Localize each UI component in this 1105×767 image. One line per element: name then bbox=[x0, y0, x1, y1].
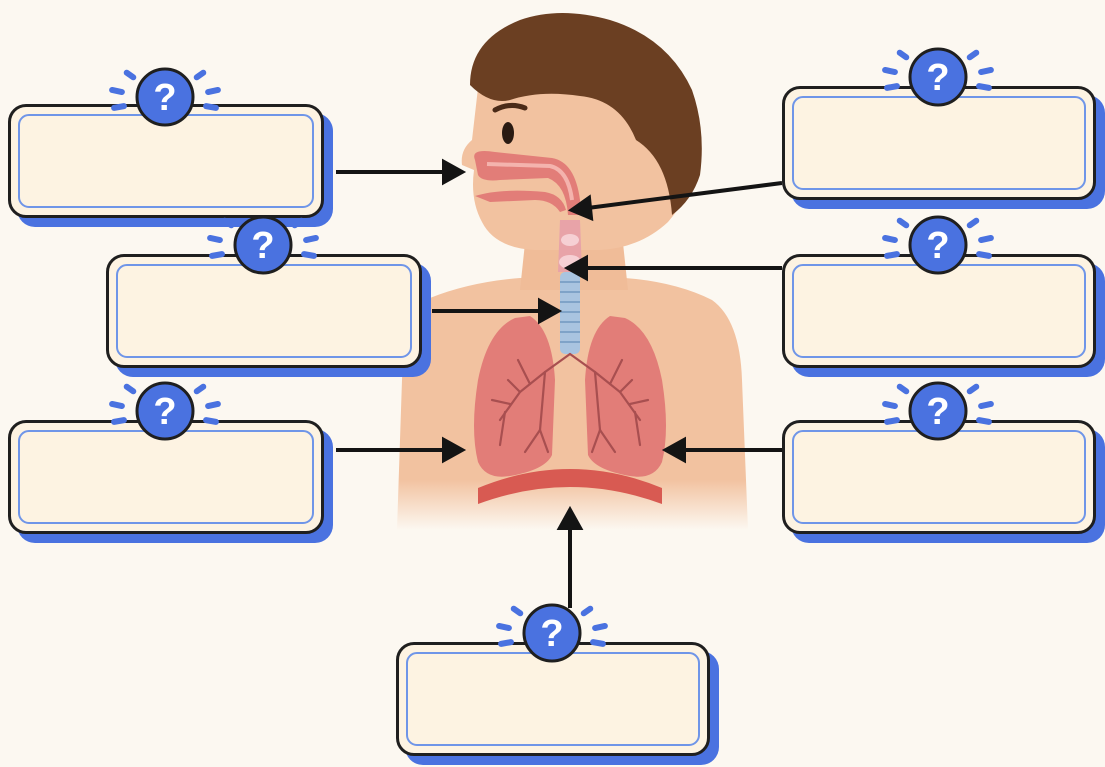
svg-text:?: ? bbox=[540, 613, 563, 655]
question-mark-icon: ? bbox=[880, 214, 996, 276]
label-text-nose bbox=[18, 114, 314, 208]
label-text-pharynx bbox=[792, 96, 1086, 190]
label-text-lung-left bbox=[18, 430, 314, 524]
svg-text:?: ? bbox=[153, 77, 176, 119]
label-text-lung-right bbox=[792, 430, 1086, 524]
svg-text:?: ? bbox=[926, 391, 949, 433]
svg-text:?: ? bbox=[251, 225, 274, 267]
question-mark-icon: ? bbox=[494, 602, 610, 664]
label-text-trachea bbox=[116, 264, 412, 358]
question-mark-icon: ? bbox=[880, 380, 996, 442]
eye bbox=[502, 122, 514, 144]
question-mark-icon: ? bbox=[880, 46, 996, 108]
label-text-diaphragm bbox=[406, 652, 700, 746]
svg-text:?: ? bbox=[926, 225, 949, 267]
question-mark-icon: ? bbox=[107, 380, 223, 442]
svg-text:?: ? bbox=[153, 391, 176, 433]
question-mark-icon: ? bbox=[205, 214, 321, 276]
label-text-larynx bbox=[792, 264, 1086, 358]
question-mark-icon: ? bbox=[107, 66, 223, 128]
svg-text:?: ? bbox=[926, 57, 949, 99]
